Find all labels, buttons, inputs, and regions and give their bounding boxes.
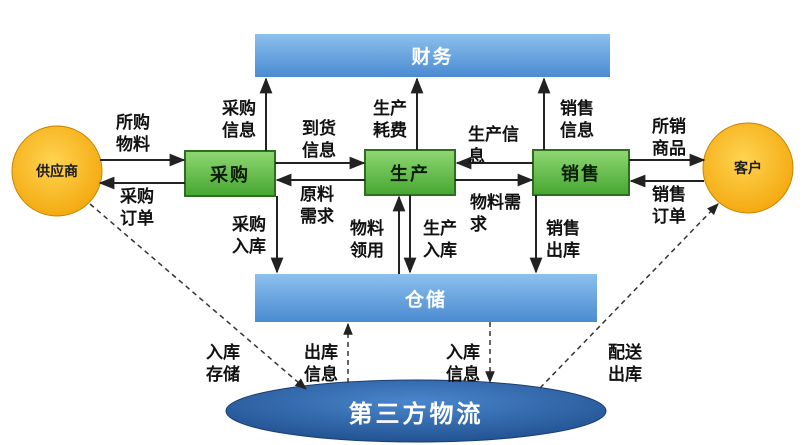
production-box bbox=[364, 149, 456, 196]
finance-box bbox=[255, 34, 610, 77]
label-material-demand-2: 物料需 求 bbox=[470, 193, 521, 235]
label-purchase-info: 采购 信息 bbox=[222, 99, 256, 141]
label-production-inbound: 生产 入库 bbox=[423, 219, 457, 261]
sales-box bbox=[532, 149, 630, 196]
supplier-circle bbox=[11, 125, 103, 217]
production-label: 生产 bbox=[390, 163, 430, 185]
label-material-demand: 原料 需求 bbox=[300, 185, 334, 227]
label-sales-order: 销售 订单 bbox=[652, 185, 686, 227]
label-sales-info: 销售 信息 bbox=[560, 99, 594, 141]
label-inbound-storage: 入库 存储 bbox=[206, 343, 240, 385]
label-production-info: 生产信 息 bbox=[468, 125, 519, 167]
customer-circle bbox=[702, 122, 794, 214]
label-material-pick: 物料 领用 bbox=[350, 219, 384, 261]
label-delivery-outbound: 配送 出库 bbox=[608, 343, 642, 385]
label-purchase-materials: 所购 物料 bbox=[116, 113, 150, 155]
label-purchase-order: 采购 订单 bbox=[120, 187, 154, 229]
warehouse-box bbox=[255, 274, 597, 322]
customer-label: 客户 bbox=[734, 161, 762, 177]
label-outbound-info: 出库 信息 bbox=[304, 343, 338, 385]
finance-label: 财务 bbox=[411, 46, 454, 68]
label-production-cost: 生产 耗费 bbox=[373, 99, 407, 141]
procurement-box bbox=[184, 150, 276, 197]
sales-label: 销售 bbox=[561, 163, 601, 185]
logistics-ellipse bbox=[225, 379, 607, 443]
dashed-logistics-to-customer bbox=[539, 203, 719, 389]
label-sold-goods: 所销 商品 bbox=[652, 117, 686, 159]
supplier-label: 供应商 bbox=[36, 164, 78, 180]
label-arrival-info: 到货 信息 bbox=[302, 119, 336, 161]
warehouse-label: 仓储 bbox=[404, 288, 447, 311]
dashed-supplier-to-logistics bbox=[89, 203, 307, 390]
label-inbound-info: 入库 信息 bbox=[446, 343, 480, 385]
logistics-label: 第三方物流 bbox=[348, 399, 484, 428]
label-sales-outbound: 销售 出库 bbox=[546, 219, 580, 261]
label-purchase-inbound: 采购 入库 bbox=[232, 215, 266, 257]
procurement-label: 采购 bbox=[210, 164, 250, 186]
